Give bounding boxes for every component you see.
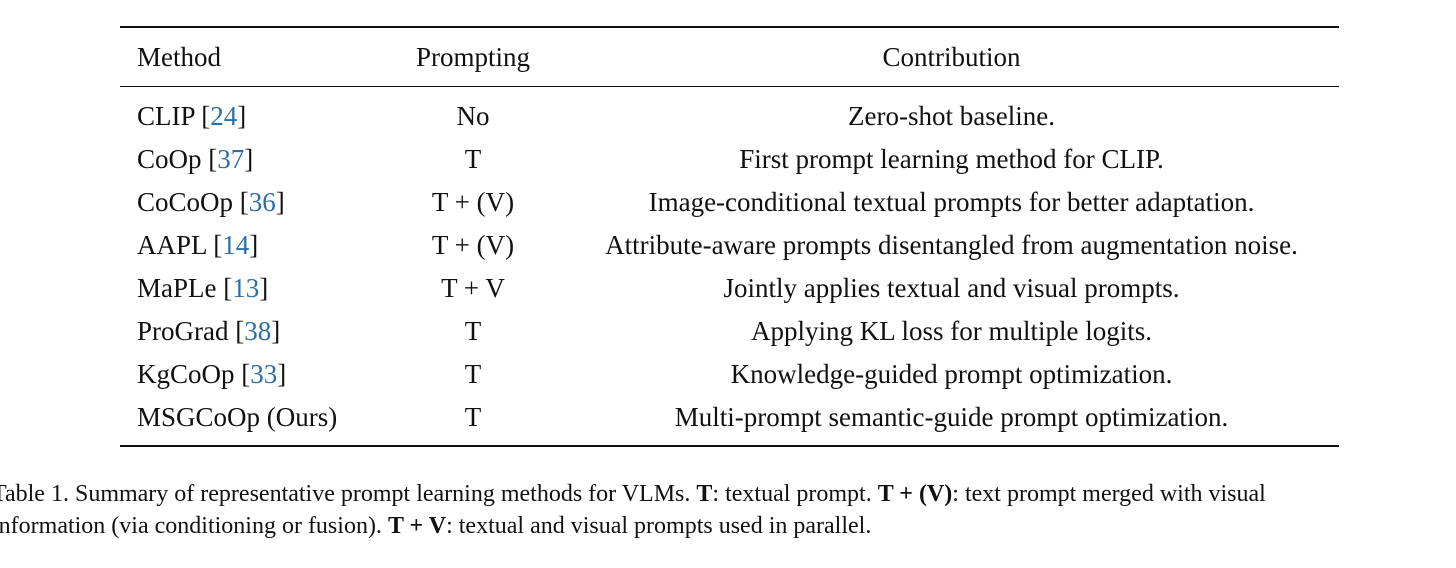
citation-bracket: ]	[259, 273, 269, 303]
table-caption: Table 1. Summary of representative promp…	[0, 478, 1456, 542]
caption-line-2: information (via conditioning or fusion)…	[0, 510, 1456, 542]
contribution-cell: Jointly applies textual and visual promp…	[723, 273, 1180, 303]
table-row: MSGCoOp (Ours) T Multi-prompt semantic-g…	[120, 396, 1339, 446]
caption-tv-paren-bold: T + (V)	[877, 481, 953, 507]
prompting-cell: T	[464, 144, 482, 174]
table-row: ProGrad [38] T Applying KL loss for mult…	[120, 310, 1339, 353]
method-cell: CoOp [37]	[120, 138, 382, 181]
citation-bracket: ]	[277, 359, 287, 389]
method-name: CLIP [	[137, 101, 211, 131]
method-cell: MSGCoOp (Ours)	[120, 396, 382, 446]
contribution-cell: First prompt learning method for CLIP.	[739, 144, 1164, 174]
method-cell: ProGrad [38]	[120, 310, 382, 353]
citation-link[interactable]: 24	[210, 101, 238, 131]
method-cell: KgCoOp [33]	[120, 353, 382, 396]
header-method: Method	[137, 41, 221, 72]
summary-table: Method Prompting Contribution CLIP [24] …	[120, 26, 1339, 447]
prompting-cell: T	[464, 316, 482, 346]
header-prompting: Prompting	[415, 41, 530, 72]
header-contribution: Contribution	[882, 41, 1021, 72]
citation-bracket: ]	[271, 316, 281, 346]
citation-link[interactable]: 14	[222, 230, 250, 260]
method-name: MaPLe [	[137, 273, 233, 303]
table-row: CLIP [24] No Zero-shot baseline.	[120, 87, 1339, 139]
prompting-cell: No	[456, 101, 490, 131]
prompting-cell: T + (V)	[431, 187, 515, 217]
citation-bracket: ]	[249, 230, 259, 260]
caption-tv-desc: : textual and visual prompts used in par…	[446, 513, 872, 539]
caption-intro: Summary of representative prompt learnin…	[68, 481, 697, 507]
citation-bracket: ]	[237, 101, 247, 131]
citation-link[interactable]: 36	[248, 187, 276, 217]
caption-label: Table 1.	[0, 481, 69, 507]
method-cell: CoCoOp [36]	[120, 181, 382, 224]
contribution-cell: Applying KL loss for multiple logits.	[751, 316, 1152, 346]
caption-tv-paren-desc: : text prompt merged with visual	[952, 481, 1266, 507]
method-name: MSGCoOp (Ours)	[137, 402, 338, 432]
method-cell: AAPL [14]	[120, 224, 382, 267]
prompting-cell: T + V	[441, 273, 505, 303]
contribution-cell: Multi-prompt semantic-guide prompt optim…	[674, 402, 1229, 432]
table-row: MaPLe [13] T + V Jointly applies textual…	[120, 267, 1339, 310]
table-row: KgCoOp [33] T Knowledge-guided prompt op…	[120, 353, 1339, 396]
citation-bracket: ]	[275, 187, 285, 217]
caption-line-1: Table 1. Summary of representative promp…	[0, 478, 1456, 510]
citation-bracket: ]	[244, 144, 254, 174]
table-row: AAPL [14] T + (V) Attribute-aware prompt…	[120, 224, 1339, 267]
prompting-cell: T	[464, 359, 482, 389]
method-cell: MaPLe [13]	[120, 267, 382, 310]
contribution-cell: Attribute-aware prompts disentangled fro…	[605, 230, 1298, 260]
summary-table-container: Method Prompting Contribution CLIP [24] …	[120, 26, 1339, 447]
table-row: CoOp [37] T First prompt learning method…	[120, 138, 1339, 181]
method-name: ProGrad [	[137, 316, 245, 346]
method-name: KgCoOp [	[137, 359, 251, 389]
contribution-cell: Knowledge-guided prompt optimization.	[730, 359, 1173, 389]
caption-line2-start: information (via conditioning or fusion)…	[0, 513, 388, 539]
citation-link[interactable]: 37	[217, 144, 245, 174]
caption-t-bold: T	[696, 481, 713, 507]
prompting-cell: T + (V)	[431, 230, 515, 260]
caption-tv-bold: T + V	[387, 513, 447, 539]
citation-link[interactable]: 33	[250, 359, 278, 389]
method-cell: CLIP [24]	[120, 87, 382, 139]
method-name: AAPL [	[137, 230, 223, 260]
table-row: CoCoOp [36] T + (V) Image-conditional te…	[120, 181, 1339, 224]
citation-link[interactable]: 13	[232, 273, 260, 303]
contribution-cell: Zero-shot baseline.	[848, 101, 1055, 131]
method-name: CoCoOp [	[137, 187, 249, 217]
citation-link[interactable]: 38	[244, 316, 272, 346]
method-name: CoOp [	[137, 144, 218, 174]
caption-t-desc: : textual prompt.	[712, 481, 878, 507]
table-header-row: Method Prompting Contribution	[120, 27, 1339, 87]
contribution-cell: Image-conditional textual prompts for be…	[648, 187, 1255, 217]
prompting-cell: T	[464, 402, 482, 432]
